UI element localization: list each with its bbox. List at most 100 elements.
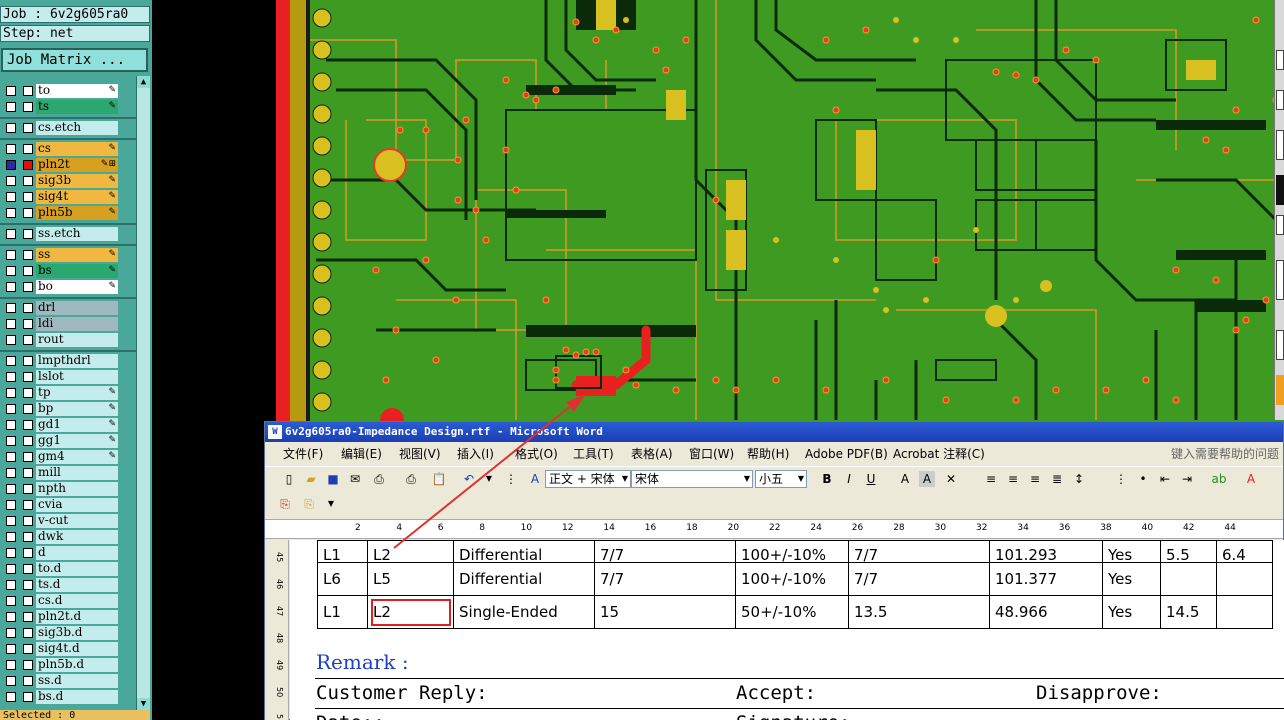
layer-row[interactable]: bs✎ (0, 264, 136, 278)
layer-work-checkbox[interactable] (23, 660, 33, 670)
menu-window[interactable]: 窗口(W) (689, 447, 735, 461)
layer-work-checkbox[interactable] (23, 628, 33, 638)
layer-work-checkbox[interactable] (23, 282, 33, 292)
table-cell[interactable]: 5.5 (1160, 540, 1217, 563)
layer-name[interactable]: pln2t.d (36, 610, 118, 624)
char-shading-icon[interactable]: A (919, 471, 935, 487)
bold-icon[interactable]: B (822, 472, 832, 486)
layer-name[interactable]: to.d (36, 562, 118, 576)
menu-table[interactable]: 表格(A) (631, 447, 673, 461)
layer-display-checkbox[interactable] (6, 500, 16, 510)
print-icon[interactable]: ⎙ (374, 472, 384, 486)
layer-display-checkbox[interactable] (6, 436, 16, 446)
highlighted-cell[interactable]: L2 (367, 595, 454, 629)
table-cell[interactable]: L5 (367, 562, 454, 596)
layer-name[interactable]: cs.etch (36, 121, 118, 135)
layer-display-checkbox[interactable] (6, 319, 16, 329)
layer-name[interactable]: mill (36, 466, 118, 480)
layer-work-checkbox[interactable] (23, 266, 33, 276)
table-cell[interactable]: 7/7 (848, 540, 990, 563)
layer-work-checkbox[interactable] (23, 612, 33, 622)
layer-row[interactable]: pln2t.d (0, 610, 136, 624)
layer-row[interactable]: bs.d (0, 690, 136, 704)
toolbar-button[interactable] (1276, 90, 1284, 110)
menu-tools[interactable]: 工具(T) (573, 447, 614, 461)
menu-insert[interactable]: 插入(I) (457, 447, 494, 461)
layer-name[interactable]: ss✎ (36, 247, 118, 262)
layer-work-checkbox[interactable] (23, 102, 33, 112)
layer-row[interactable]: ss.d (0, 674, 136, 688)
layer-display-checkbox[interactable] (6, 282, 16, 292)
layer-row[interactable]: ss✎ (0, 248, 136, 262)
layer-work-checkbox[interactable] (23, 532, 33, 542)
toolbar-button[interactable] (1276, 50, 1284, 70)
layer-name[interactable]: ldi (36, 317, 118, 331)
layer-row[interactable]: gg1✎ (0, 434, 136, 448)
layer-row[interactable]: ss.etch (0, 227, 136, 241)
layer-work-checkbox[interactable] (23, 160, 33, 170)
layer-work-checkbox[interactable] (23, 516, 33, 526)
layer-work-checkbox[interactable] (23, 564, 33, 574)
layer-display-checkbox[interactable] (6, 303, 16, 313)
layer-display-checkbox[interactable] (6, 335, 16, 345)
layer-display-checkbox[interactable] (6, 372, 16, 382)
layer-display-checkbox[interactable] (6, 468, 16, 478)
layer-row[interactable]: sig3b✎ (0, 174, 136, 188)
layer-display-checkbox[interactable] (6, 160, 16, 170)
layer-row[interactable]: to✎ (0, 84, 136, 98)
table-cell[interactable]: L2 (367, 540, 454, 563)
layer-work-checkbox[interactable] (23, 692, 33, 702)
layer-name[interactable]: sig4t.d (36, 642, 118, 656)
layer-name[interactable]: sig3b.d (36, 626, 118, 640)
menu-help[interactable]: 帮助(H) (747, 447, 790, 461)
toolbar-button[interactable] (1276, 130, 1284, 160)
layer-row[interactable]: lslot (0, 370, 136, 384)
layer-display-checkbox[interactable] (6, 86, 16, 96)
help-search-box[interactable]: 键入需要帮助的问题 (1170, 447, 1279, 461)
layer-work-checkbox[interactable] (23, 420, 33, 430)
layer-row[interactable]: tp✎ (0, 386, 136, 400)
layer-display-checkbox[interactable] (6, 266, 16, 276)
layer-row[interactable]: cs.d (0, 594, 136, 608)
justify-icon[interactable]: ≣ (1051, 472, 1063, 486)
layer-row[interactable]: sig4t.d (0, 642, 136, 656)
numbering-icon[interactable]: ⋮ (1115, 472, 1127, 486)
layer-name[interactable]: tp✎ (36, 385, 118, 400)
table-cell[interactable]: 100+/-10% (735, 562, 849, 596)
align-left-icon[interactable]: ≡ (985, 472, 997, 486)
scroll-down-icon[interactable]: ▼ (137, 698, 150, 710)
layer-name[interactable]: npth (36, 482, 118, 496)
menu-format[interactable]: 格式(O) (515, 447, 558, 461)
char-scale-icon[interactable]: ✕ (945, 472, 957, 486)
menu-edit[interactable]: 编辑(E) (341, 447, 382, 461)
job-matrix-button[interactable]: Job Matrix ... (1, 48, 148, 72)
layer-row[interactable]: cvia (0, 498, 136, 512)
layer-row[interactable]: dwk (0, 530, 136, 544)
right-toolbar[interactable] (1274, 0, 1284, 420)
menu-file[interactable]: 文件(F) (283, 447, 324, 461)
align-right-icon[interactable]: ≡ (1029, 472, 1041, 486)
decrease-indent-icon[interactable]: ⇤ (1159, 472, 1171, 486)
layer-work-checkbox[interactable] (23, 596, 33, 606)
layer-display-checkbox[interactable] (6, 144, 16, 154)
layer-name[interactable]: drl (36, 301, 118, 315)
layer-row[interactable]: gd1✎ (0, 418, 136, 432)
layer-name[interactable]: ss.d (36, 674, 118, 688)
layer-name[interactable]: lslot (36, 370, 118, 384)
layer-name[interactable]: bp✎ (36, 401, 118, 416)
layer-name[interactable]: lmpthdrl (36, 354, 118, 368)
open-folder-icon[interactable]: ▰ (306, 472, 316, 486)
layer-display-checkbox[interactable] (6, 176, 16, 186)
layer-work-checkbox[interactable] (23, 500, 33, 510)
layer-name[interactable]: ts.d (36, 578, 118, 592)
toolbar-button[interactable] (1276, 330, 1284, 360)
layer-row[interactable]: npth (0, 482, 136, 496)
table-cell[interactable] (1160, 562, 1217, 596)
layer-work-checkbox[interactable] (23, 303, 33, 313)
font-size-combo[interactable]: 小五▼ (755, 470, 807, 488)
layer-row[interactable]: d (0, 546, 136, 560)
underline-icon[interactable]: U (866, 472, 876, 486)
table-cell[interactable]: L6 (317, 562, 368, 596)
layer-work-checkbox[interactable] (23, 356, 33, 366)
